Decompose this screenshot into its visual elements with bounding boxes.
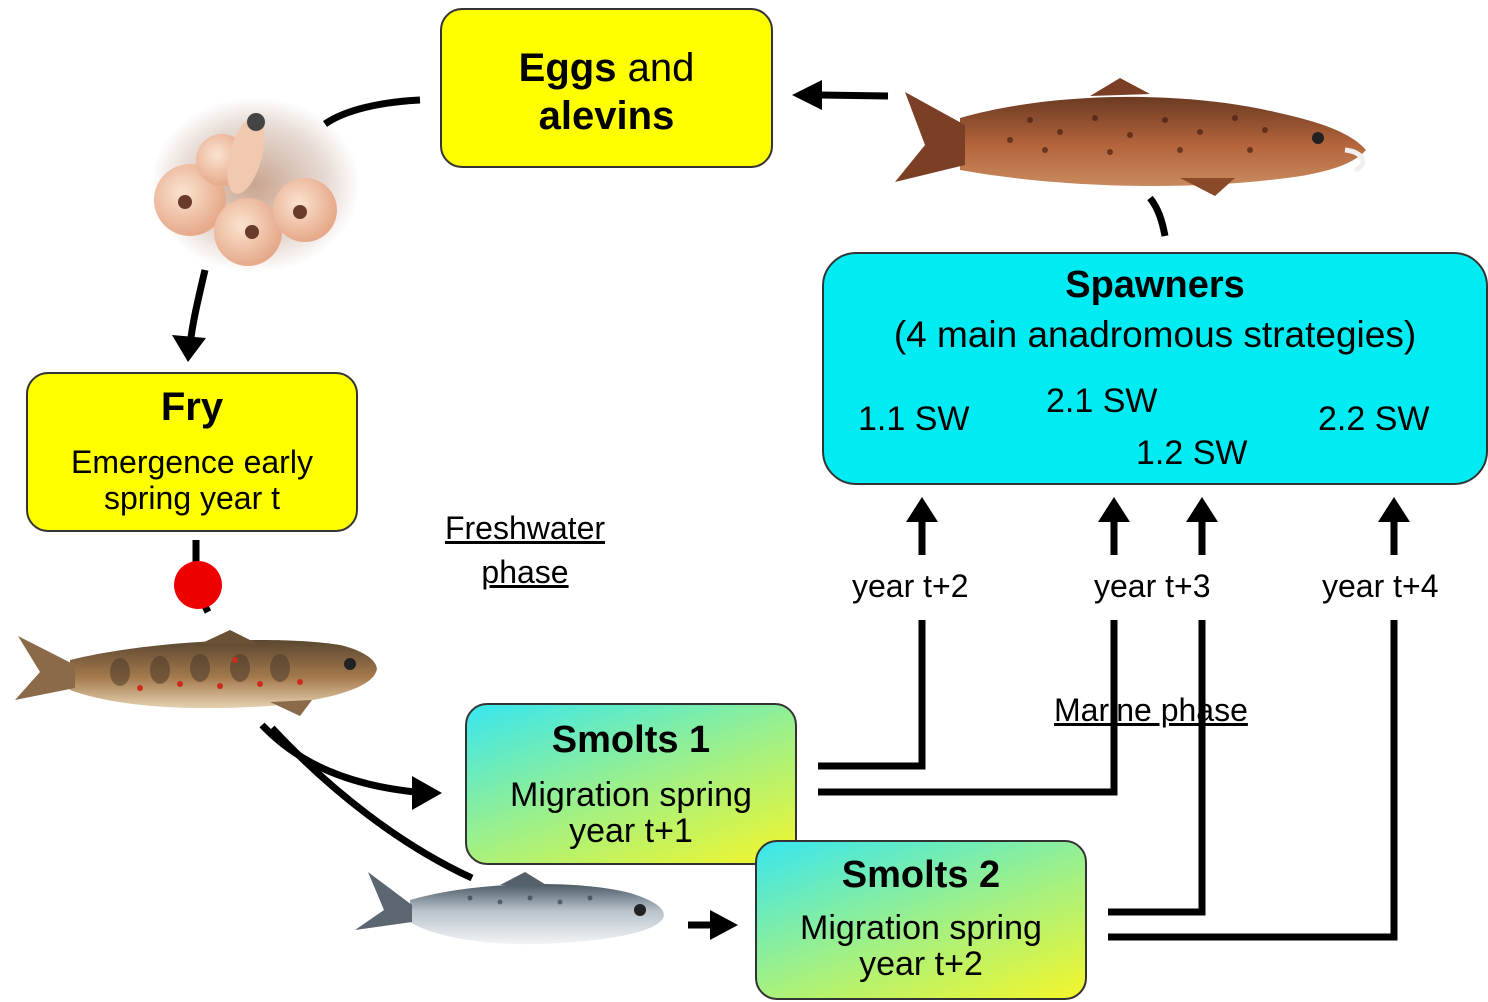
parr-photo [15,630,377,716]
arrowhead-t2 [906,497,938,522]
spawners-box: Spawners (4 main anadromous strategies) … [822,252,1488,485]
eggs-title-bold: Eggs [519,46,617,90]
smolts1-box: Smolts 1 Migration spring year t+1 [465,703,797,865]
curve-parr-to-smolts2 [272,728,472,878]
marine-phase-label: Marine phase [1054,692,1248,729]
smolts1-line2: year t+1 [467,813,795,849]
arc-eggs-to-photo [325,100,420,124]
strategy-2-1-sw: 2.1 SW [1046,382,1157,421]
eggs-title-rest: and [628,46,695,90]
smolts2-line2: year t+2 [757,946,1085,982]
arrowhead-t3a [1098,497,1130,522]
arrowhead-fry [172,335,206,362]
freshwater-line2: phase [410,550,640,594]
fry-line2: spring year t [28,480,356,516]
path-t2 [818,620,922,766]
arrowhead-smolts2 [710,910,738,940]
smolt-photo [355,872,664,944]
year-t2-label: year t+2 [852,568,969,605]
strategy-1-2-sw: 1.2 SW [1136,434,1247,473]
curve-parr-to-smolts1 [262,725,415,792]
arrowhead-eggs [792,80,822,110]
smolts2-box: Smolts 2 Migration spring year t+2 [755,840,1087,1000]
arc-photo-to-fry [190,270,205,345]
arrowhead-t4 [1378,497,1410,522]
arc-spawner-to-eggs [820,95,888,96]
smolts2-line1: Migration spring [757,910,1085,946]
spawners-title: Spawners [824,264,1486,307]
smolts1-line1: Migration spring [467,777,795,813]
path-t3b [1108,620,1202,912]
fry-box: Fry Emergence early spring year t [26,372,358,532]
spawners-subtitle: (4 main anadromous strategies) [824,314,1486,356]
freshwater-phase-label: Freshwater phase [410,506,640,594]
smolts2-title: Smolts 2 [757,852,1085,898]
adult-salmon-photo [895,78,1366,196]
freshwater-line1: Freshwater [410,506,640,550]
eggs-line1: Eggs and [442,44,771,92]
eggs-alevins-box: Eggs and alevins [440,8,773,168]
arrowhead-t3b [1186,497,1218,522]
year-t3-label: year t+3 [1094,568,1211,605]
fry-line1: Emergence early [28,444,356,480]
path-t4 [1108,620,1394,937]
arrowhead-smolts1 [412,776,442,810]
fry-title: Fry [28,382,356,432]
eggs-title-line2: alevins [442,92,771,140]
arc-spawners-up [1150,198,1165,236]
smolts1-title: Smolts 1 [467,717,795,763]
strategy-1-1-sw: 1.1 SW [858,400,969,439]
year-t4-label: year t+4 [1322,568,1439,605]
red-marker [174,561,222,609]
strategy-2-2-sw: 2.2 SW [1318,400,1429,439]
